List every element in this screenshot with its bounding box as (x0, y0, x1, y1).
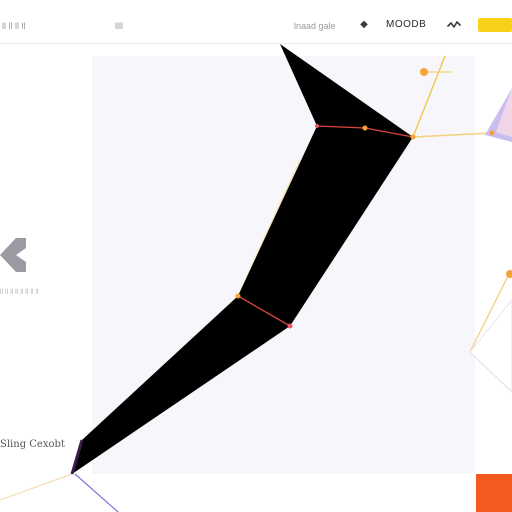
top-toolbar: ll ll ll ll llll lnaad gale ◆ MOODB (0, 0, 512, 44)
graph-node[interactable] (489, 130, 495, 136)
connector-line (74, 473, 119, 512)
nav-link[interactable]: llll (115, 21, 123, 31)
canvas-label: Sling Cexobt (0, 439, 65, 450)
black-ribbon-shape[interactable] (72, 44, 413, 474)
graph-node[interactable] (362, 125, 368, 131)
connector-line (469, 271, 511, 353)
graph-node[interactable] (420, 68, 428, 76)
purple-edge (70, 439, 84, 475)
mode-label[interactable]: MOODB (386, 19, 427, 30)
connector-line (412, 132, 493, 138)
pin-icon[interactable]: ◆ (360, 19, 368, 30)
white-shape (469, 299, 512, 393)
search-field-text[interactable]: lnaad gale (294, 21, 336, 31)
graph-node[interactable] (315, 124, 319, 128)
red-edge (237, 295, 291, 327)
orange-accent-block[interactable] (476, 474, 512, 512)
sidebar-caption: ll ll ll ll ll ll ll ll (0, 289, 39, 296)
graph-node[interactable] (235, 293, 241, 299)
wave-icon[interactable] (447, 19, 461, 31)
connector-line (412, 55, 446, 138)
brand-label: ll ll ll ll (2, 21, 26, 31)
connector-line (0, 473, 73, 501)
graph-node[interactable] (287, 323, 293, 329)
primary-action-button[interactable] (478, 18, 512, 32)
connector-line (237, 159, 301, 297)
graph-node[interactable] (410, 134, 416, 140)
chevron-left-icon[interactable] (0, 236, 30, 274)
graph-node[interactable] (506, 270, 512, 278)
purple-shape-highlight (496, 88, 512, 137)
